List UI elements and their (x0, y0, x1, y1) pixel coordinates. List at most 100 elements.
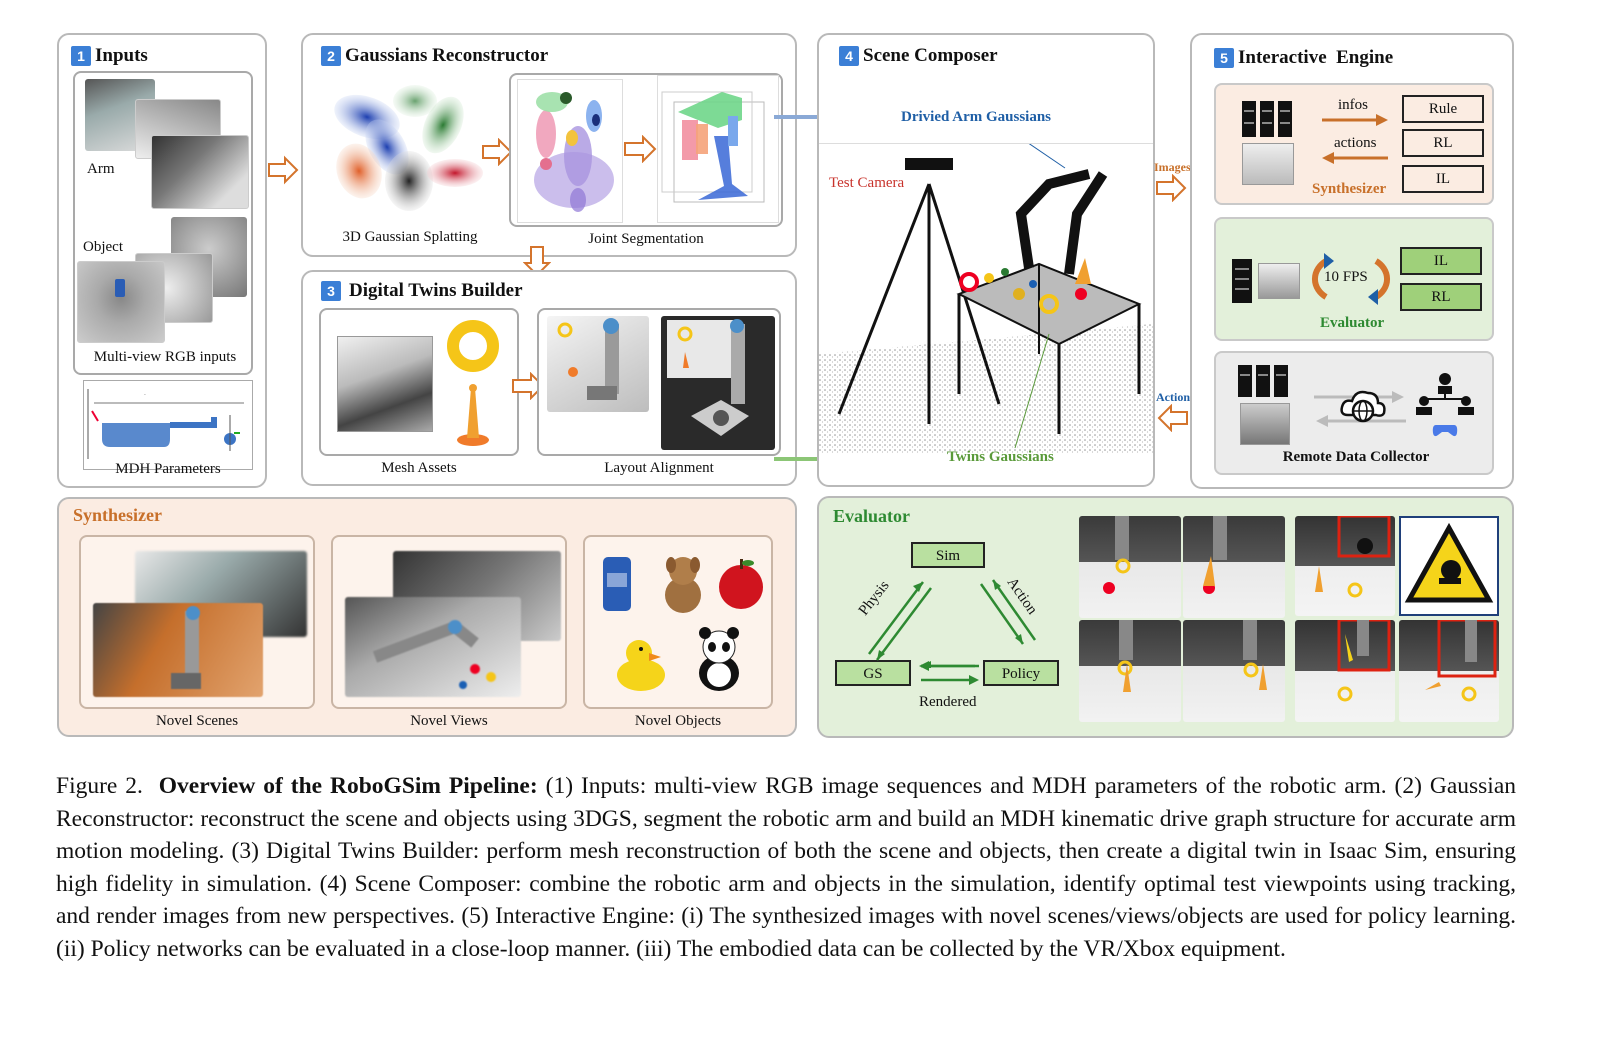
step-badge-3: 3 (321, 281, 341, 301)
mdh-diagram: · (87, 389, 244, 459)
layout-caption: Layout Alignment (604, 460, 714, 476)
eval-frame-1 (1079, 516, 1181, 618)
arrow-composer-to-engine (1156, 174, 1187, 202)
figure-number: Figure 2. (56, 773, 143, 799)
rgb-caption: Multi-view RGB inputs (93, 349, 237, 365)
sim-node: Sim (911, 542, 985, 568)
novel-scenes-caption: Novel Scenes (155, 713, 239, 729)
eval-rl-box: RL (1400, 283, 1482, 311)
novel-views-box (331, 535, 567, 709)
mdh-box: · (83, 380, 253, 470)
seg-caption: Joint Segmentation (588, 231, 704, 247)
step-badge-4: 4 (839, 46, 859, 66)
engine-eval-box: 10 FPS Evaluator IL RL (1214, 217, 1494, 341)
eval-frame-5 (1295, 516, 1395, 616)
cloud-globe-icon (1340, 390, 1386, 423)
eval-image-grid-1 (1079, 516, 1285, 722)
policy-node: Policy (983, 660, 1059, 686)
cone-asset (457, 384, 489, 446)
evaluator-panel: Evaluator Sim GS Policy Physis Action Re… (817, 496, 1514, 738)
mesh-assets-box (319, 308, 519, 456)
fps-label: 10 FPS (1324, 269, 1368, 285)
gamepad-icon (1432, 425, 1458, 437)
synth-il-box: IL (1402, 165, 1484, 193)
arm-gaussians-label: Drivied Arm Gaussians (901, 109, 1052, 125)
layout-arm-render (557, 318, 619, 400)
object-label: Object (81, 239, 125, 256)
composer-panel: 4 Scene Composer (817, 33, 1155, 487)
engine-synth-box: infos actions Synthesizer Rule RL IL (1214, 83, 1494, 205)
point-cloud-render (819, 133, 1153, 454)
caption-body: (1) Inputs: multi-view RGB image sequenc… (56, 773, 1517, 962)
eval-image-grid-2 (1295, 516, 1499, 722)
cycle-icon (1311, 253, 1391, 305)
arm-label: Arm (85, 161, 117, 178)
novel-view-photo-front (345, 597, 521, 697)
synth-rule-box: Rule (1402, 95, 1484, 123)
arm-photo-3 (151, 135, 249, 209)
inputs-panel: 1 Inputs Arm Object Multi-view RGB input… (57, 33, 267, 488)
reconstructor-panel: 2 Gaussians Reconstructor 3D Gaussian Sp… (301, 33, 797, 257)
seg-arm-points-2 (661, 91, 765, 203)
arrow-splat-to-seg (482, 138, 513, 166)
can-object (603, 557, 631, 611)
point-cloud-scene (819, 133, 1153, 454)
ring-asset (447, 320, 499, 372)
collector-photos-icon (1240, 403, 1290, 445)
eval-frame-7 (1399, 620, 1499, 722)
seg-view-1 (517, 79, 623, 223)
warning-triangle-icon (1404, 522, 1494, 603)
composer-title: 4 Scene Composer (839, 45, 998, 67)
rgb-inputs-box: Arm Object Multi-view RGB inputs (73, 71, 253, 375)
eval-server-icon (1232, 259, 1252, 303)
can-mark (115, 279, 125, 297)
arrow-inputs-to-recon (268, 155, 299, 185)
layout-real-scene (667, 319, 749, 436)
mesh-caption: Mesh Assets (381, 460, 457, 476)
novel-scenes-box (79, 535, 315, 709)
mdh-caption: MDH Parameters (115, 461, 221, 477)
mesh-table (337, 336, 433, 432)
evaluator-title: Evaluator (833, 506, 911, 526)
figure-caption: Figure 2. Overview of the RoboGSim Pipel… (56, 770, 1516, 965)
twins-gaussians-label: Twins Gaussians (947, 449, 1054, 465)
users-icon (1416, 373, 1474, 415)
seg-view-2 (657, 75, 779, 223)
seg-arm-points-1 (534, 92, 614, 212)
caption-bold: Overview of the RoboGSim Pipeline: (158, 773, 538, 799)
panda-object (699, 627, 739, 691)
eval-frame-6 (1295, 620, 1395, 722)
layout-render (547, 316, 649, 412)
step-badge-5: 5 (1214, 48, 1234, 68)
twins-title: 3 Digital Twins Builder (321, 280, 523, 302)
actions-label: Actions (1156, 390, 1195, 404)
engine-collector-box: Remote Data Collector (1214, 351, 1494, 475)
layout-box (537, 308, 781, 456)
engine-panel: 5 Interactive Engine infos actions Synth… (1190, 33, 1514, 489)
svg-text:·: · (144, 392, 146, 399)
engine-title: 5 Interactive Engine (1214, 47, 1393, 69)
novel-scene-arm (171, 606, 201, 689)
test-camera-label: Test Camera (829, 175, 905, 191)
inputs-title: 1 Inputs (71, 45, 148, 67)
reconstructor-title: 2 Gaussians Reconstructor (321, 45, 548, 67)
novel-objects-caption: Novel Objects (634, 713, 722, 729)
synthesizer-panel: Synthesizer Novel Scenes Novel Views (57, 497, 797, 737)
novel-views-caption: Novel Views (410, 713, 488, 729)
layout-real (661, 316, 775, 450)
splat-caption: 3D Gaussian Splatting (342, 229, 478, 245)
collector-name: Remote Data Collector (1282, 449, 1430, 465)
joint-seg-box (509, 73, 783, 227)
novel-scene-photo-front (93, 603, 263, 697)
warning-sign (1399, 516, 1499, 616)
teddy-object (665, 557, 701, 613)
gaussian-splat-illustration (334, 85, 483, 211)
gs-node: GS (835, 660, 911, 686)
eval-il-box: IL (1400, 247, 1482, 275)
arrow-recon-to-twins (523, 246, 551, 277)
arrow-seg-internal (624, 135, 657, 163)
novel-view-arm (372, 620, 496, 689)
infos-label: infos (1338, 97, 1368, 113)
eval-robot-icon (1258, 263, 1300, 299)
robot-thumb-icon (1242, 143, 1294, 185)
